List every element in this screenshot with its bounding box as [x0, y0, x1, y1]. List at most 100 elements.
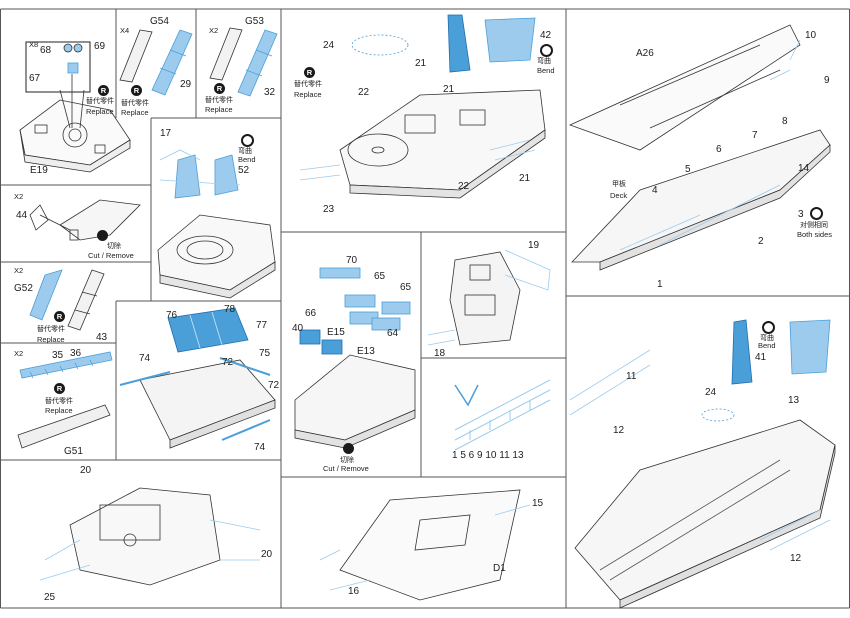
p16-bend-en: Bend [758, 341, 776, 350]
p16-part-12b: 12 [790, 553, 802, 564]
p8-part-76: 76 [166, 310, 178, 321]
carrier-assembly-drawing [569, 319, 836, 609]
p9-part-21b: 21 [443, 84, 455, 95]
p8-part-75: 75 [259, 348, 271, 359]
p9-part-22b: 22 [458, 181, 470, 192]
replace-icon: R [304, 67, 315, 78]
p9-bend-en: Bend [537, 66, 555, 75]
p9-part-21c: 21 [519, 173, 531, 184]
p16-part-41: 41 [755, 352, 767, 363]
p6-part-g52: G52 [14, 283, 33, 294]
p4-bend-en: Bend [238, 155, 256, 164]
p3-part-g53: G53 [245, 16, 264, 27]
p10-part-e13: E13 [357, 346, 375, 357]
p1-replace-cn: 替代零件 [86, 98, 114, 105]
gallery-drawing [39, 487, 261, 586]
p13-part-8: 8 [782, 116, 788, 127]
p3-replace-en: Replace [205, 105, 233, 114]
p13-deck-en: Deck [610, 191, 628, 200]
hangar-drawing [294, 267, 416, 449]
p9-replace-cn: 替代零件 [294, 81, 322, 88]
p2-multiplier: X4 [120, 26, 130, 35]
p5-multiplier: X2 [14, 192, 24, 201]
p6-part-43: 43 [96, 332, 108, 343]
p1-part-68: 68 [40, 45, 52, 56]
p7-part-g51: G51 [64, 446, 83, 457]
p4-part-52: 52 [238, 165, 250, 176]
p3-replace-cn: 替代零件 [205, 97, 233, 104]
p7-multiplier: X2 [14, 349, 24, 358]
p13-part-9: 9 [824, 75, 830, 86]
p1-multiplier: X8 [29, 40, 39, 49]
p16-part-12a: 12 [613, 425, 625, 436]
p13-deck-cn: 甲板 [612, 181, 626, 188]
p5-remove-en: Cut / Remove [88, 251, 134, 260]
p13-both-cn: 对侧相同 [800, 222, 828, 229]
p13-part-4: 4 [652, 185, 658, 196]
flight-deck-drawing [119, 307, 276, 449]
p6-replace-en: Replace [37, 335, 65, 344]
bend-icon [540, 44, 553, 57]
p9-bend-cn: 弯曲 [537, 58, 551, 65]
ladder-g54-drawing [119, 29, 193, 96]
p8-part-72b: 72 [268, 380, 280, 391]
p13-part-3: 3 [798, 209, 804, 220]
p2-replace-cn: 替代零件 [121, 100, 149, 107]
p7-replace-en: Replace [45, 406, 73, 415]
p5-part-44: 44 [16, 210, 28, 221]
p1-part-67: 67 [29, 73, 41, 84]
p9-part-23: 23 [323, 204, 335, 215]
cut-part-drawing [29, 199, 141, 241]
turret-drawing [157, 149, 276, 299]
p2-part-29: 29 [180, 79, 192, 90]
p8-part-74: 74 [139, 353, 151, 364]
p1-part-e19: E19 [30, 165, 48, 176]
p1-replace-en: Replace [86, 107, 114, 116]
p10-part-40: 40 [292, 323, 304, 334]
island-top-drawing [299, 14, 546, 199]
p9-part-42: 42 [540, 30, 552, 41]
p10-remove-cn: 切除 [340, 457, 354, 464]
p6-multiplier: X2 [14, 266, 24, 275]
p7-part-35: 35 [52, 350, 64, 361]
p13-part-10: 10 [805, 30, 817, 41]
p13-part-7: 7 [752, 130, 758, 141]
p14-part-20b: 20 [261, 549, 273, 560]
p4-bend-cn: 弯曲 [238, 148, 252, 155]
p13-part-1: 1 [657, 279, 663, 290]
p16-part-13: 13 [788, 395, 800, 406]
p9-part-24: 24 [323, 40, 335, 51]
p7-part-36: 36 [70, 348, 82, 359]
p15-part-15: 15 [532, 498, 544, 509]
p11-part-19: 19 [528, 240, 540, 251]
p16-part-11: 11 [626, 371, 637, 382]
p2-part-g54: G54 [150, 16, 169, 27]
ladder-g53-drawing [209, 27, 278, 97]
p15-part-d1: D1 [493, 563, 506, 574]
p2-replace-en: Replace [121, 108, 149, 117]
both-sides-icon [810, 207, 823, 220]
p4-part-17: 17 [160, 128, 172, 139]
p14-part-20a: 20 [80, 465, 92, 476]
p16-bend-cn: 弯曲 [760, 335, 774, 342]
p1-part-69: 69 [94, 41, 106, 52]
replace-icon: R [54, 311, 65, 322]
rail-g51-drawing [17, 351, 113, 449]
bend-icon [241, 134, 254, 147]
p8-part-74b: 74 [254, 442, 266, 453]
p5-remove-cn: 切除 [107, 243, 121, 250]
ladder-g52-drawing [29, 269, 105, 331]
island-structure-drawing [427, 249, 551, 346]
p3-part-32: 32 [264, 87, 276, 98]
p8-part-72: 72 [222, 357, 234, 368]
replace-icon: R [54, 383, 65, 394]
replace-icon: R [98, 85, 109, 96]
bend-icon [762, 321, 775, 334]
p11-part-18: 18 [434, 348, 446, 359]
p10-part-70: 70 [346, 255, 358, 266]
p10-part-66: 66 [305, 308, 317, 319]
p10-part-64: 64 [387, 328, 399, 339]
p10-part-e15: E15 [327, 327, 345, 338]
p10-part-65b: 65 [400, 282, 412, 293]
